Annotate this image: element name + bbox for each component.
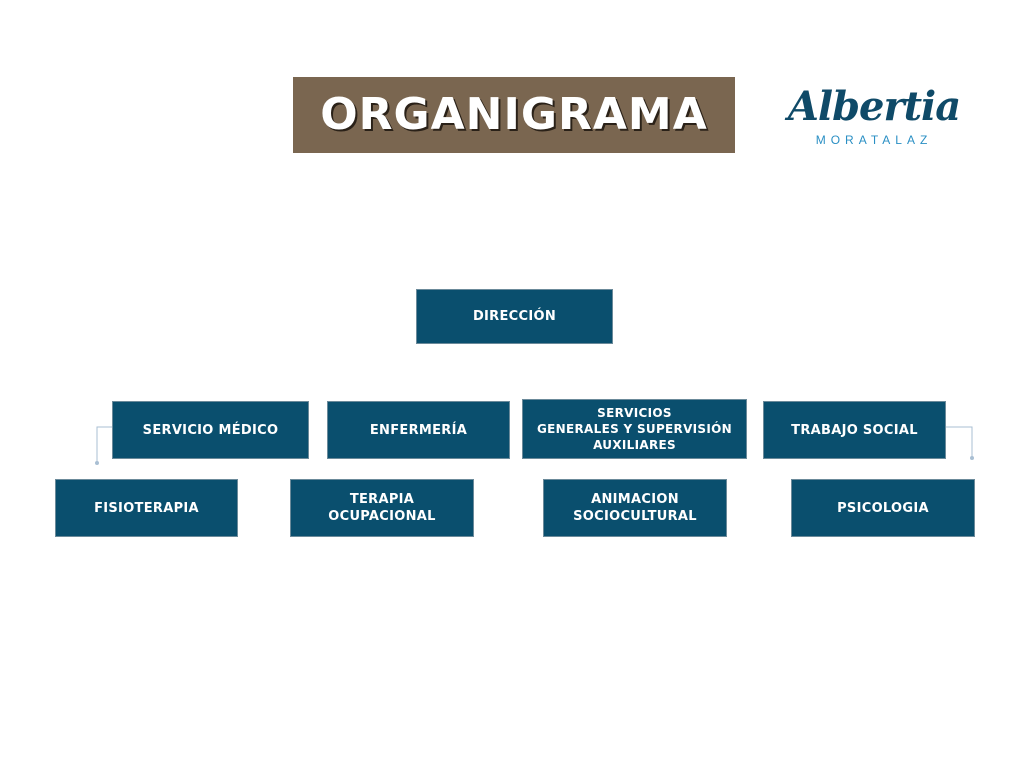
node-servicios-generales: SERVICIOS GENERALES Y SUPERVISIÓN AUXILI… — [523, 400, 746, 458]
page-title: ORGANIGRAMA — [320, 89, 708, 140]
node-label: ENFERMERÍA — [369, 422, 468, 438]
node-label-line: GENERALES Y SUPERVISIÓN — [537, 422, 732, 436]
node-label: TRABAJO SOCIAL — [791, 422, 918, 438]
node-label: SERVICIO MÉDICO — [142, 422, 279, 438]
node-label: PSICOLOGIA — [837, 500, 929, 516]
node-label: DIRECCIÓN — [472, 309, 557, 324]
node-animacion-sociocultural: ANIMACION SOCIOCULTURAL — [544, 480, 726, 536]
node-psicologia: PSICOLOGIA — [792, 480, 974, 536]
node-direccion: DIRECCIÓN — [417, 290, 612, 343]
node-label-line: AUXILIARES — [593, 438, 676, 452]
connector-right — [946, 426, 973, 458]
node-label-line: OCUPACIONAL — [328, 509, 436, 524]
node-label-line: ANIMACION — [591, 492, 679, 507]
node-label-line: TERAPIA — [349, 492, 415, 507]
node-label: FISIOTERAPIA — [94, 500, 199, 516]
title-banner: ORGANIGRAMA — [293, 77, 735, 153]
logo: Albertia MORATALAZ — [784, 84, 964, 156]
node-label-line: SERVICIOS — [597, 406, 672, 420]
node-servicio-medico: SERVICIO MÉDICO — [113, 402, 308, 458]
logo-sub-text: MORATALAZ — [815, 133, 933, 147]
node-trabajo-social: TRABAJO SOCIAL — [764, 402, 945, 458]
node-fisioterapia: FISIOTERAPIA — [56, 480, 237, 536]
node-terapia-ocupacional: TERAPIA OCUPACIONAL — [291, 480, 473, 536]
connector-left-dot — [95, 461, 99, 465]
node-label-line: SOCIOCULTURAL — [573, 509, 697, 524]
connector-right-dot — [970, 456, 974, 460]
connector-left — [96, 426, 112, 463]
logo-main-text: Albertia — [787, 83, 961, 130]
node-enfermeria: ENFERMERÍA — [328, 402, 509, 458]
